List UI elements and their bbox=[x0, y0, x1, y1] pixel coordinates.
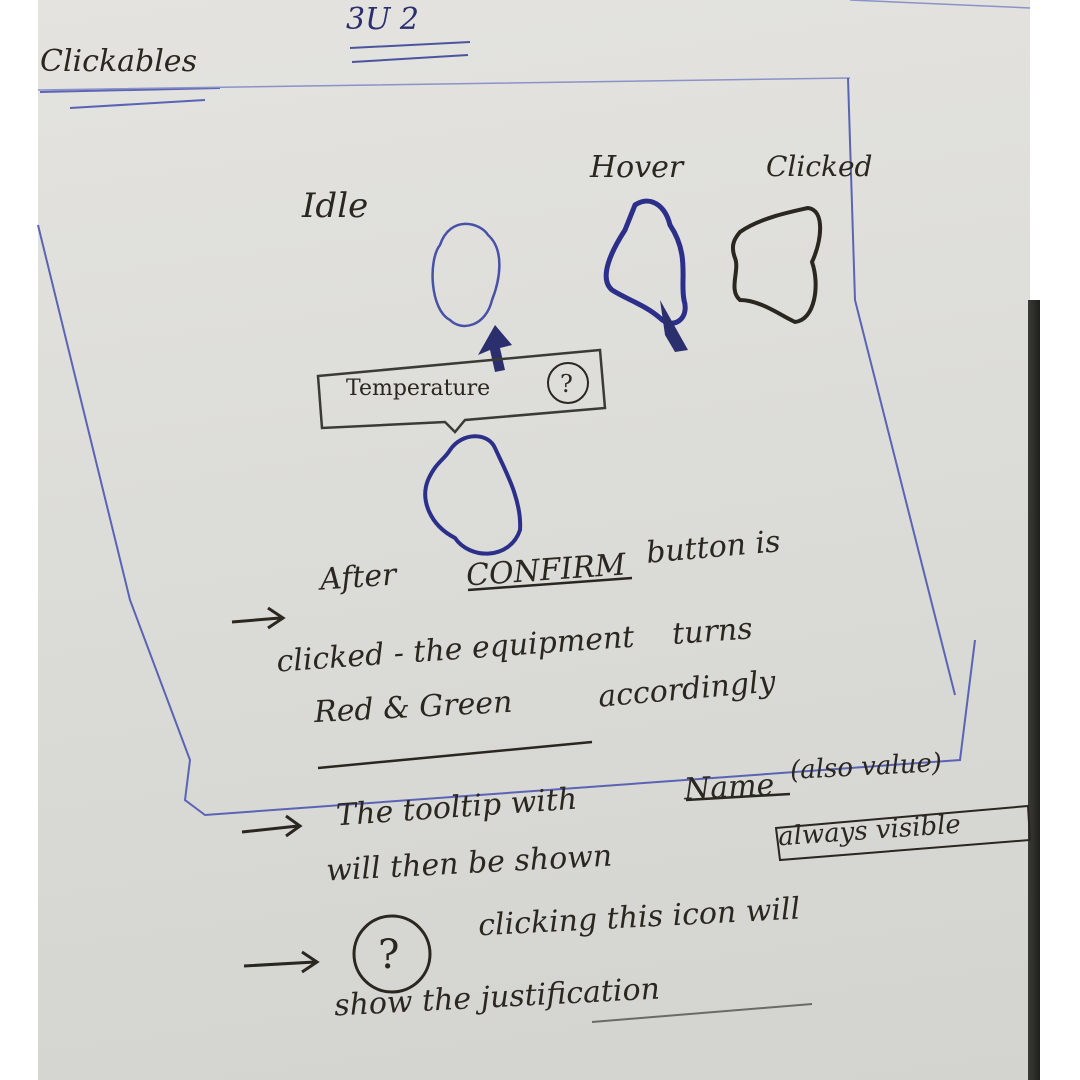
page-mark-underline bbox=[349, 41, 471, 63]
page-mark: 3U 2 bbox=[346, 2, 419, 37]
tooltip-bubble bbox=[316, 348, 607, 434]
note2-name: Name bbox=[683, 767, 776, 808]
note1-after: After bbox=[318, 557, 398, 598]
note-help-icon bbox=[352, 914, 432, 994]
page-heading: Clickables bbox=[40, 44, 197, 79]
red-green-underline bbox=[317, 740, 593, 770]
sketch-frame bbox=[37, 77, 976, 817]
hover-shape bbox=[603, 198, 688, 326]
name-underline bbox=[685, 792, 791, 802]
svg-text:?: ? bbox=[560, 370, 573, 398]
notebook-edge bbox=[1028, 300, 1040, 1080]
svg-text:?: ? bbox=[378, 932, 399, 978]
always-visible-box bbox=[774, 804, 1032, 862]
note1-turns: turns bbox=[671, 611, 754, 652]
tooltip-help-icon bbox=[547, 362, 589, 404]
idle-shape bbox=[431, 222, 501, 328]
confirm-underline bbox=[467, 576, 633, 592]
cursor-arrow-idle bbox=[478, 325, 512, 372]
cursor-arrow-hover bbox=[660, 300, 688, 352]
clicked-shape bbox=[730, 205, 823, 325]
state-label-clicked: Clicked bbox=[766, 150, 873, 183]
heading-underline bbox=[39, 87, 221, 109]
notebook-page bbox=[38, 0, 1042, 1080]
tooltip-target-shape bbox=[423, 434, 523, 556]
tooltip-label: Temperature bbox=[346, 376, 491, 401]
state-label-hover: Hover bbox=[590, 150, 684, 185]
state-label-idle: Idle bbox=[302, 186, 369, 226]
justification-underline bbox=[591, 1003, 813, 1023]
top-rule bbox=[37, 0, 1031, 91]
bullet-arrow-3 bbox=[243, 950, 320, 974]
bullet-arrow-1 bbox=[231, 606, 286, 630]
bullet-arrow-2 bbox=[241, 814, 303, 838]
